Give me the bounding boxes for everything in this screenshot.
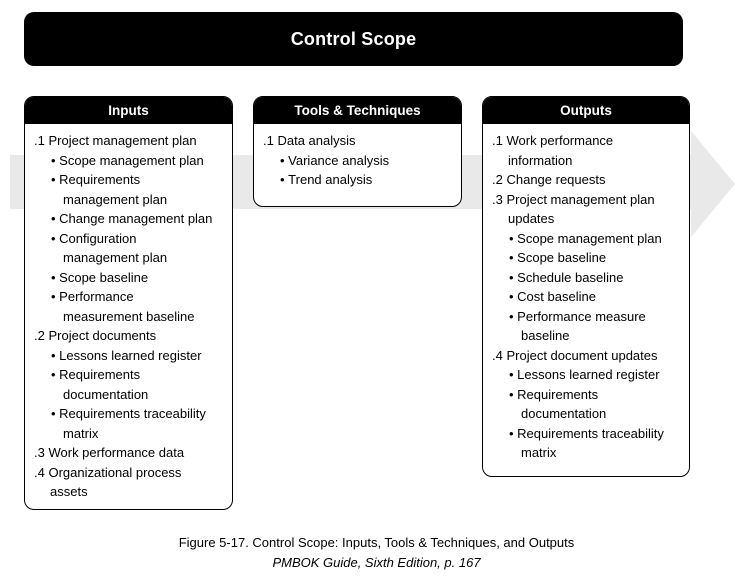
number-marker: .3 — [34, 445, 49, 460]
bullet-marker: • — [509, 386, 518, 402]
list-item: .4 Project document updates — [492, 347, 658, 363]
bullet-marker: • — [51, 211, 60, 226]
inputs-header: Inputs — [25, 97, 232, 124]
list-item: • Lessons learned register — [51, 347, 202, 363]
list-item: .3 Work performance data — [34, 445, 185, 460]
bullet-marker: • — [509, 269, 518, 285]
list-item: • Scope management plan — [51, 152, 204, 168]
inputs-box: Inputs .1 Project management plan • Scope… — [24, 96, 233, 510]
list-item: • Change management plan — [51, 211, 213, 226]
number-marker: .4 — [492, 347, 507, 363]
list-item: • Lessons learned register — [509, 367, 660, 382]
list-item: .2 Project documents — [34, 328, 157, 343]
outputs-header: Outputs — [483, 97, 689, 124]
number-marker: .1 — [34, 133, 49, 148]
list-item: .2 Change requests — [492, 172, 606, 187]
number-marker: .1 — [263, 133, 278, 148]
bullet-marker: • — [509, 308, 518, 324]
bullet-marker: • — [509, 425, 518, 441]
list-item: • Trend analysis — [280, 172, 373, 187]
number-marker: .4 — [34, 464, 49, 480]
list-item: • Scope baseline — [509, 250, 607, 265]
bullet-marker: • — [51, 152, 60, 168]
list-item: • Cost baseline — [509, 289, 596, 304]
figure-caption: Figure 5-17. Control Scope: Inputs, Tool… — [178, 535, 575, 550]
figure-source: PMBOK Guide, Sixth Edition, p. 167 — [272, 555, 481, 570]
tools-techniques-box: Tools & Techniques .1 Data analysis • Var… — [253, 96, 462, 207]
list-item: .1 Data analysis — [263, 133, 356, 148]
bullet-marker: • — [509, 289, 518, 304]
tools-techniques-list: .1 Data analysis • Variance analysis • Tre… — [254, 124, 461, 190]
bullet-marker: • — [51, 406, 60, 421]
list-item: • Variance analysis — [280, 152, 390, 168]
flow-arrow-head-icon — [691, 131, 735, 237]
caption-block: Figure 5-17. Control Scope: Inputs, Tool… — [0, 533, 753, 573]
bullet-marker: • — [509, 250, 518, 265]
tools-techniques-header: Tools & Techniques — [254, 97, 461, 124]
bullet-marker: • — [509, 367, 518, 382]
list-item: • Scope management plan — [509, 230, 662, 246]
list-item: • Schedule baseline — [509, 269, 624, 285]
bullet-marker: • — [509, 230, 518, 246]
bullet-marker: • — [51, 230, 60, 246]
bullet-marker: • — [51, 367, 60, 382]
bullet-marker: • — [280, 152, 289, 168]
bullet-marker: • — [51, 172, 60, 187]
number-marker: .2 — [34, 328, 49, 343]
title-banner: Control Scope — [24, 12, 683, 66]
list-item: • Scope baseline — [51, 269, 149, 285]
list-item: .1 Project management plan — [34, 133, 197, 148]
bullet-marker: • — [280, 172, 289, 187]
bullet-marker: • — [51, 269, 60, 285]
number-marker: .3 — [492, 191, 507, 207]
bullet-marker: • — [51, 289, 60, 304]
bullet-marker: • — [51, 347, 60, 363]
number-marker: .2 — [492, 172, 507, 187]
inputs-list: .1 Project management plan • Scope manage… — [25, 124, 232, 502]
number-marker: .1 — [492, 133, 507, 148]
